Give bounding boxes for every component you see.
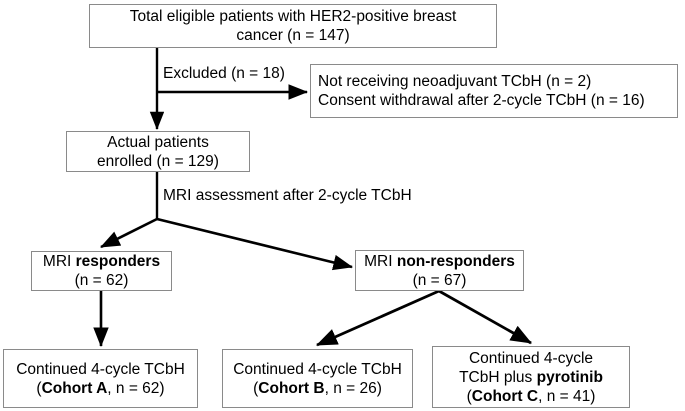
cohort-c-rest: , n = 41) — [538, 387, 596, 405]
label-mri-assessment: MRI assessment after 2-cycle TCbH — [163, 187, 412, 204]
node-mri-responders: MRI responders (n = 62) — [31, 251, 172, 291]
cohort-b-bold: Cohort B — [258, 379, 325, 397]
total-eligible-line2: cancer (n = 147) — [236, 27, 350, 44]
node-cohort-c: Continued 4-cycle TCbH plus pyrotinib (C… — [432, 346, 630, 408]
node-mri-non-responders: MRI non-responders (n = 67) — [355, 250, 524, 291]
node-cohort-b: Continued 4-cycle TCbH (Cohort B, n = 26… — [222, 349, 413, 408]
cohort-b-open: ( — [253, 379, 259, 397]
cohort-a-rest: , n = 62) — [107, 379, 165, 397]
edge-branch-to-non-responders — [156, 217, 354, 271]
cohort-c-bold: pyrotinib — [536, 368, 603, 386]
cohort-a-open: ( — [36, 379, 42, 397]
cohort-b-line1: Continued 4-cycle TCbH — [233, 360, 402, 378]
mri-responders-line1: MRI responders — [43, 252, 160, 271]
mri-non-responders-line2: (n = 67) — [412, 271, 467, 289]
excluded-reasons-line2: Consent withdrawal after 2-cycle TCbH (n… — [318, 92, 645, 109]
node-total-eligible: Total eligible patients with HER2-positi… — [89, 4, 497, 48]
mri-responders-bold: responders — [75, 253, 161, 270]
node-cohort-a: Continued 4-cycle TCbH (Cohort A, n = 62… — [3, 349, 198, 408]
mri-responders-line2: (n = 62) — [74, 272, 129, 289]
mri-non-responders-line1: MRI non-responders — [364, 252, 515, 271]
cohort-c-bold-label: Cohort C — [471, 387, 539, 405]
cohort-a-line2: (Cohort A, n = 62) — [36, 379, 164, 398]
node-actual-enrolled: Actual patients enrolled (n = 129) — [66, 131, 250, 172]
cohort-c-line3: (Cohort C, n = 41) — [467, 387, 596, 406]
total-eligible-line1: Total eligible patients with HER2-positi… — [129, 8, 457, 25]
edge-branch-to-responders — [100, 217, 158, 249]
cohort-c-open: ( — [466, 387, 472, 405]
mri-responders-prefix: MRI — [42, 253, 76, 270]
actual-enrolled-line2: enrolled (n = 129) — [97, 152, 219, 170]
cohort-a-line1: Continued 4-cycle TCbH — [16, 360, 185, 378]
cohort-a-bold: Cohort A — [41, 379, 108, 397]
edge-non-responders-to-cohort-c — [438, 289, 532, 345]
cohort-b-line2: (Cohort B, n = 26) — [253, 379, 382, 398]
mri-non-responders-bold: non-responders — [396, 252, 515, 270]
cohort-c-prefix: TCbH plus — [459, 368, 537, 386]
excluded-reasons-line1: Not receiving neoadjuvant TCbH (n = 2) — [318, 73, 592, 90]
mri-non-responders-prefix: MRI — [364, 252, 397, 270]
cohort-c-line2: TCbH plus pyrotinib — [459, 368, 603, 387]
cohort-b-rest: , n = 26) — [324, 379, 382, 397]
actual-enrolled-line1: Actual patients — [107, 133, 209, 151]
node-excluded-reasons: Not receiving neoadjuvant TCbH (n = 2) C… — [310, 64, 678, 118]
cohort-c-line1: Continued 4-cycle — [468, 349, 594, 367]
label-excluded: Excluded (n = 18) — [163, 65, 285, 82]
edge-non-responders-to-cohort-b — [315, 289, 440, 347]
